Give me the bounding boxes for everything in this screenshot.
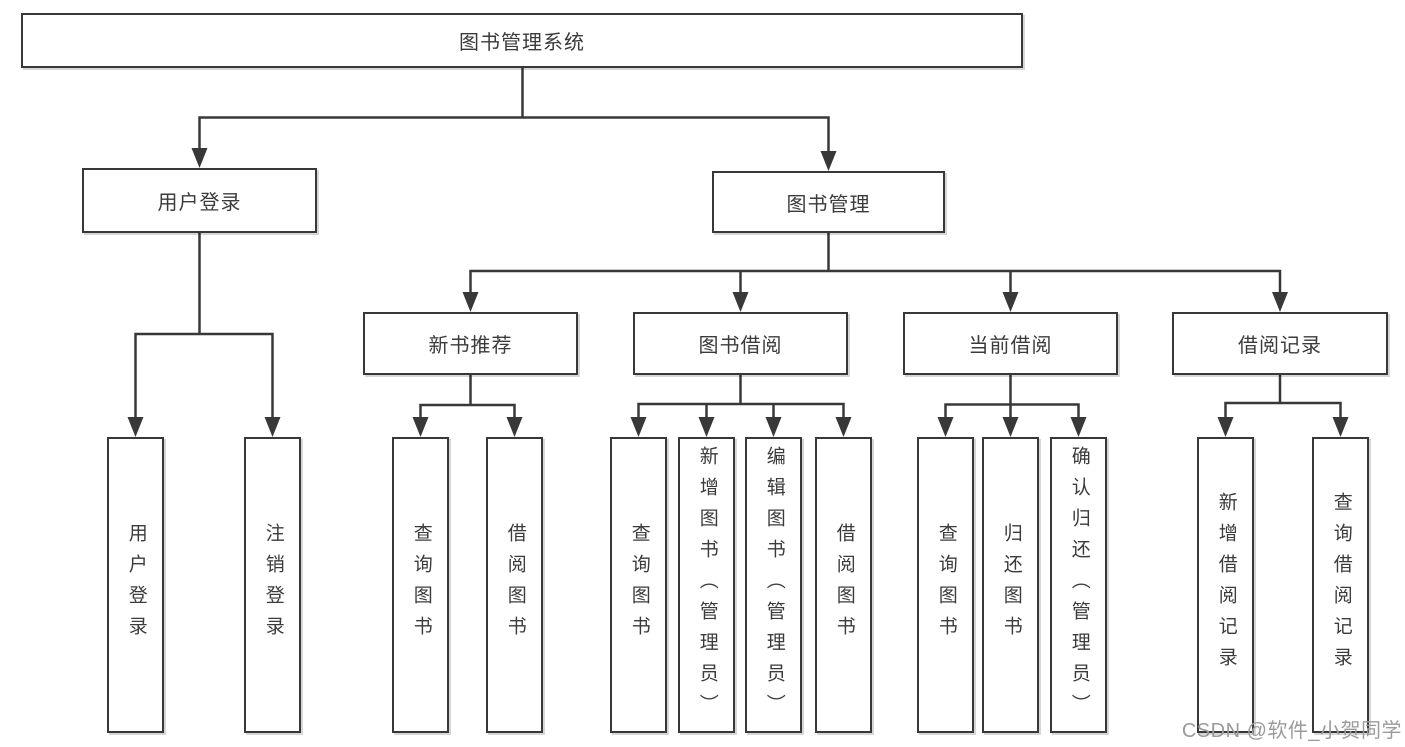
node-label: 新增借阅记录 [1215,492,1237,678]
arrowhead [1070,417,1087,437]
arrowhead [191,148,208,168]
leaf-return-book: 归还图书 [982,437,1039,733]
arrowhead [630,417,647,437]
arrowhead [1332,417,1349,437]
arrowhead [506,417,523,437]
arrowhead [1272,292,1288,312]
arrowhead [1217,417,1234,437]
arrowhead [835,417,852,437]
edge-new-book-recommend-children [419,373,516,423]
node-root-library-management-system: 图书管理系统 [21,13,1023,68]
leaf-query-book-recommend: 查询图书 [392,437,449,733]
arrowhead [765,417,782,437]
node-book-management: 图书管理 [712,171,945,233]
node-label: 新增图书（管理员） [696,445,718,725]
node-user-login: 用户登录 [82,168,317,233]
edge-book-borrow-children [637,373,845,423]
leaf-edit-book-admin: 编辑图书（管理员） [745,437,802,733]
node-label: 确认归还（管理员） [1068,445,1090,725]
arrowhead [1002,292,1019,312]
node-label: 查询图书 [410,523,432,647]
node-label: 查询图书 [935,523,957,647]
node-label: 用户登录 [157,192,242,214]
arrowhead [1002,417,1019,437]
node-borrow-records: 借阅记录 [1172,312,1388,375]
node-label: 用户登录 [125,523,147,647]
leaf-user-login: 用户登录 [107,437,164,733]
arrowhead [264,417,281,437]
arrowhead [127,417,144,437]
node-new-book-recommend: 新书推荐 [363,312,578,375]
arrowhead [820,151,837,171]
edge-book-management-children [469,231,1282,298]
leaf-borrow-book: 借阅图书 [815,437,872,733]
node-label: 当前借阅 [968,335,1053,357]
node-label: 新书推荐 [428,335,513,357]
node-label: 查询借阅记录 [1330,492,1352,678]
leaf-borrow-book-recommend: 借阅图书 [486,437,543,733]
tree-edges [134,66,1342,423]
node-label: 编辑图书（管理员） [763,445,785,725]
node-label: 查询图书 [628,523,650,647]
edge-borrow-records-children [1224,373,1342,423]
arrowhead [937,417,954,437]
arrowhead [412,417,429,437]
node-label: 借阅图书 [504,523,526,647]
node-current-borrow: 当前借阅 [903,312,1118,375]
node-label: 借阅记录 [1238,335,1322,357]
node-label: 归还图书 [1000,523,1022,647]
node-label: 图书管理系统 [459,32,585,54]
leaf-add-book-admin: 新增图书（管理员） [678,437,735,733]
node-book-borrow: 图书借阅 [633,312,848,375]
edge-root-to-level2 [198,66,830,157]
node-label: 注销登录 [262,523,284,647]
node-label: 借阅图书 [833,523,855,647]
leaf-logout: 注销登录 [244,437,301,733]
leaf-query-borrow-record: 查询借阅记录 [1312,437,1369,733]
node-label: 图书管理 [786,193,871,216]
edge-user-login-children [134,231,274,423]
arrowhead [698,417,715,437]
edge-current-borrow-children [944,373,1080,423]
arrowheads [127,148,1349,437]
leaf-add-borrow-record: 新增借阅记录 [1197,437,1254,733]
watermark: CSDN @软件_小贺同学 [1181,720,1402,742]
arrowhead [732,292,749,312]
arrowhead [462,292,479,312]
leaf-query-book-current: 查询图书 [917,437,974,733]
leaf-confirm-return-admin: 确认归还（管理员） [1050,437,1107,733]
leaf-query-book-borrow: 查询图书 [610,437,667,733]
node-label: 图书借阅 [698,335,783,357]
